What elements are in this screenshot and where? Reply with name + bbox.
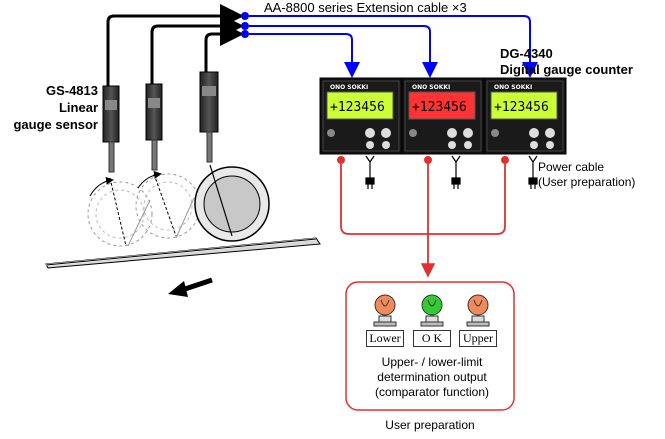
output-line3: (comparator function) <box>374 385 490 399</box>
svg-text:ONO SOKKI: ONO SOKKI <box>330 84 368 91</box>
lamp-upper <box>466 294 490 327</box>
power-label: Power cable (User preparation) <box>538 160 635 190</box>
sensor-cables <box>106 4 244 86</box>
sensor-3 <box>199 71 219 163</box>
output-line1: Upper- / lower-limit <box>381 355 483 369</box>
sensor-model: GS-4813 <box>45 83 98 98</box>
connector-dots <box>241 12 249 38</box>
counter-unit-3: ONO SOKKI +123456 <box>483 77 567 155</box>
user-preparation-label: User preparation <box>385 418 475 432</box>
power-line2: (User preparation) <box>538 175 636 189</box>
sensor-line2: Linear <box>58 100 98 115</box>
svg-text:+123456: +123456 <box>494 100 549 115</box>
output-terminals <box>337 156 509 164</box>
sensor-1 <box>102 85 120 173</box>
svg-text:+123456: +123456 <box>330 100 385 115</box>
cable-title: AA-8800 series Extension cable ×3 <box>264 0 467 15</box>
svg-text:ONO SOKKI: ONO SOKKI <box>494 84 532 91</box>
lamp-lower <box>373 294 397 327</box>
counter-label: DG-4340 Digital gauge counter <box>500 46 633 78</box>
svg-text:ONO SOKKI: ONO SOKKI <box>412 84 450 91</box>
power-plug-icons <box>365 155 538 189</box>
lamp-label-upper: Upper <box>459 330 497 347</box>
rolling-workpieces <box>87 164 270 247</box>
sensor-label: GS-4813 Linear gauge sensor <box>6 82 98 133</box>
motion-arrow-icon <box>168 277 213 297</box>
output-label: Upper- / lower-limit determination outpu… <box>352 355 512 400</box>
counter-unit-1: ONO SOKKI +123456 <box>319 77 403 155</box>
sensor-2 <box>145 83 163 171</box>
output-line2: determination output <box>377 370 487 384</box>
counter-model: DG-4340 <box>500 46 553 61</box>
counter-unit-2: ONO SOKKI +123456 <box>401 77 485 155</box>
lamp-label-lower: Lower <box>366 330 404 347</box>
sensor-line3: gauge sensor <box>13 117 98 132</box>
power-line1: Power cable <box>538 160 605 174</box>
lamp-ok <box>420 294 444 327</box>
lamp-label-ok: O K <box>413 330 451 347</box>
output-wires <box>340 164 506 278</box>
extension-cables <box>249 15 538 78</box>
counter-name: Digital gauge counter <box>500 62 633 77</box>
svg-text:+123456: +123456 <box>412 100 467 115</box>
